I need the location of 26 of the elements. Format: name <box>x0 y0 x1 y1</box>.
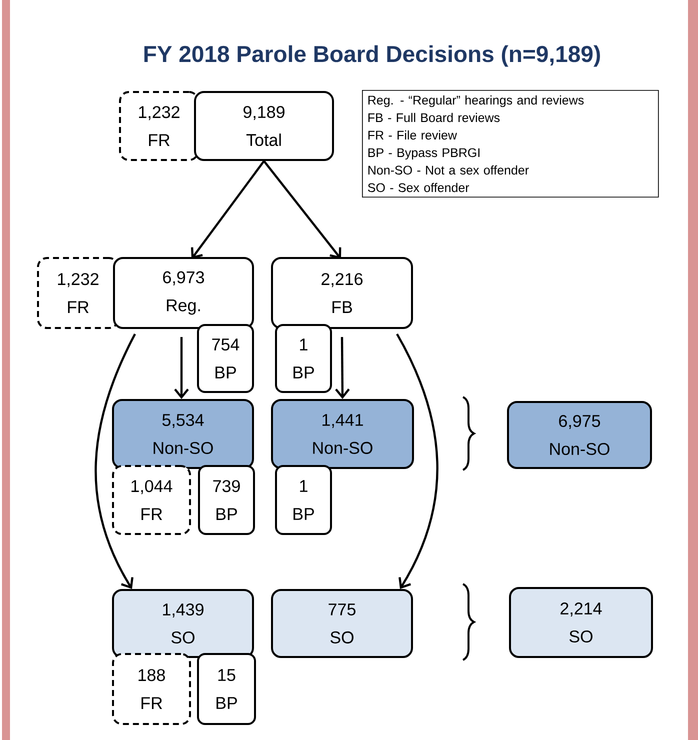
abbreviation-key: Reg. - “Regular” hearings and reviews FB - Full Board reviews FR - File review BP - Bypass PBRGI Non-SO - Not a sex offender SO - Sex offender <box>362 90 659 198</box>
non-so-box: 5,534 Non-SO <box>112 399 254 469</box>
arrow <box>190 160 265 259</box>
bp-box: 1 BP <box>275 324 332 393</box>
bp-box: 739 BP <box>198 465 255 535</box>
title: FY 2018 Parole Board Decisions (n=9,189) <box>144 45 600 67</box>
non-so-box: 6,975 Non-SO <box>507 401 652 469</box>
bp-box: 15 BP <box>197 653 256 725</box>
fr-box: 1,044 FR <box>112 465 191 535</box>
bp-box: 754 BP <box>197 324 254 393</box>
count-box: 6,973 Reg. <box>113 257 254 329</box>
fr-box: 1,232 FR <box>37 257 119 329</box>
so-box: 2,214 SO <box>509 587 653 658</box>
arrow <box>263 160 342 260</box>
non-so-box: 1,441 Non-SO <box>271 399 414 469</box>
arrow <box>174 337 189 399</box>
count-box: 9,189 Total <box>194 91 334 161</box>
arrow <box>335 337 350 399</box>
count-box: 2,216 FB <box>271 257 413 329</box>
fr-box: 188 FR <box>112 653 191 725</box>
fr-box: 1,232 FR <box>119 91 199 161</box>
so-box: 1,439 SO <box>112 589 254 658</box>
arrow <box>396 334 438 589</box>
bp-box: 1 BP <box>275 465 332 535</box>
arrow <box>94 334 136 589</box>
so-box: 775 SO <box>271 589 413 658</box>
